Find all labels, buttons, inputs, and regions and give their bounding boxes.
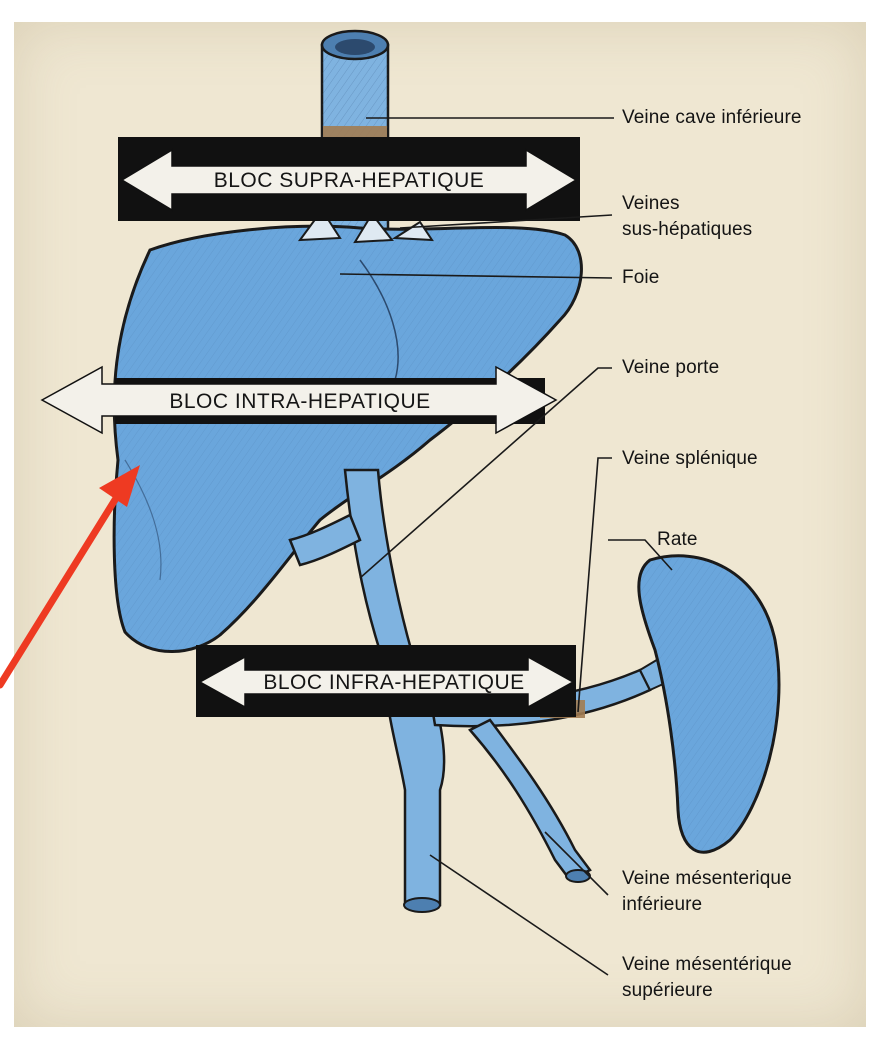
label-veine-mes-inf-line2: inférieure	[622, 893, 702, 916]
banner-supra-text: BLOC SUPRA-HEPATIQUE	[214, 169, 485, 192]
label-veine-mes-inf-line1: Veine mésenterique	[622, 867, 792, 890]
label-veine-porte: Veine porte	[622, 356, 719, 379]
banner-infra-text: BLOC INFRA-HEPATIQUE	[263, 671, 524, 694]
spleen	[639, 556, 779, 852]
banner-intra-text: BLOC INTRA-HEPATIQUE	[169, 390, 430, 413]
leader-veine-splenique	[578, 458, 612, 712]
label-veine-mes-sup-line1: Veine mésentérique	[622, 953, 792, 976]
label-rate: Rate	[657, 528, 698, 551]
label-foie: Foie	[622, 266, 659, 289]
label-veine-mes-sup-line2: supérieure	[622, 979, 713, 1002]
banner-supra: BLOC SUPRA-HEPATIQUE	[118, 137, 580, 221]
leader-mes-inf	[545, 832, 608, 895]
banner-infra: BLOC INFRA-HEPATIQUE	[196, 645, 576, 717]
label-veines-sus-line2: sus-hépatiques	[622, 218, 752, 241]
label-veine-splenique: Veine splénique	[622, 447, 758, 470]
label-veines-sus-line1: Veines	[622, 192, 680, 215]
label-veine-cave: Veine cave inférieure	[622, 106, 802, 129]
